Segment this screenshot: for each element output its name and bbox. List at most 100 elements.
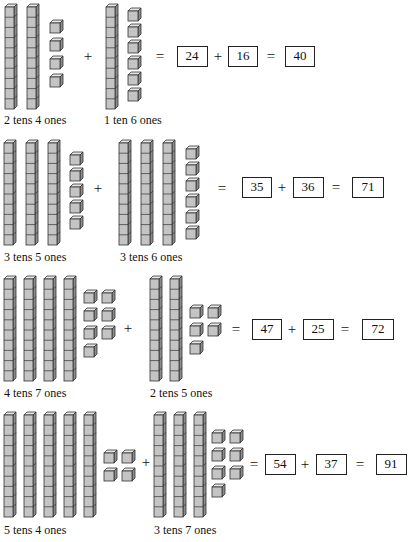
one-cube	[128, 8, 141, 21]
number-text: 71	[362, 179, 375, 195]
number-text: 37	[325, 456, 338, 472]
ten-rod	[48, 140, 60, 245]
operator-sign: =	[356, 457, 364, 472]
number-text: 36	[302, 179, 315, 195]
one-cube	[186, 210, 199, 223]
number-text: 40	[294, 48, 307, 64]
operator-sign: +	[142, 455, 150, 470]
one-cube	[50, 38, 63, 51]
answer-box: 40	[285, 46, 315, 67]
one-cube	[186, 226, 199, 239]
one-cube	[70, 152, 83, 165]
ten-rod	[194, 412, 206, 517]
answer-box: 35	[242, 177, 272, 198]
block-caption: 3 tens 5 ones	[4, 251, 66, 263]
ten-rod	[5, 4, 17, 109]
one-cube	[190, 323, 203, 336]
ten-rod	[24, 276, 36, 381]
operator-sign: +	[301, 457, 309, 472]
one-cube	[212, 430, 225, 443]
one-cube	[102, 326, 115, 339]
one-cube	[208, 323, 221, 336]
one-cube	[102, 308, 115, 321]
operator-sign: +	[84, 49, 92, 64]
one-cube	[186, 178, 199, 191]
answer-box: 91	[376, 454, 407, 475]
one-cube	[128, 72, 141, 85]
number-text: 72	[372, 321, 385, 337]
operator-sign: +	[278, 180, 286, 195]
one-cube	[70, 216, 83, 229]
one-cube	[230, 448, 243, 461]
answer-box: 72	[362, 319, 394, 340]
one-cube	[128, 56, 141, 69]
one-cube	[70, 184, 83, 197]
operator-sign: =	[218, 181, 226, 196]
operator-sign: +	[94, 181, 102, 196]
operator-sign: =	[232, 322, 240, 337]
one-cube	[84, 344, 97, 357]
operator-sign: +	[288, 322, 296, 337]
ten-rod	[163, 140, 175, 245]
ten-rod	[24, 412, 36, 517]
ten-rod	[64, 412, 76, 517]
ten-rod	[4, 412, 16, 517]
ten-rod	[4, 276, 16, 381]
one-cube	[186, 194, 199, 207]
block-caption: 4 tens 7 ones	[4, 387, 66, 399]
one-cube	[128, 88, 141, 101]
number-text: 25	[312, 321, 325, 337]
one-cube	[230, 466, 243, 479]
one-cube	[50, 74, 63, 87]
one-cube	[104, 450, 117, 463]
one-cube	[50, 56, 63, 69]
ten-rod	[150, 276, 162, 381]
operator-sign: +	[124, 321, 132, 336]
block-caption: 1 ten 6 ones	[104, 114, 162, 126]
ten-rod	[64, 276, 76, 381]
one-cube	[104, 468, 117, 481]
one-cube	[70, 200, 83, 213]
ten-rod	[27, 4, 39, 109]
one-cube	[212, 484, 225, 497]
operator-sign: +	[214, 49, 222, 64]
number-text: 35	[251, 179, 264, 195]
number-text: 54	[274, 456, 287, 472]
block-caption: 3 tens 7 ones	[154, 524, 216, 536]
one-cube	[102, 290, 115, 303]
answer-box: 25	[303, 319, 334, 340]
one-cube	[84, 308, 97, 321]
ten-rod	[119, 140, 131, 245]
ten-rod	[106, 4, 118, 109]
one-cube	[128, 40, 141, 53]
one-cube	[212, 466, 225, 479]
one-cube	[230, 430, 243, 443]
ten-rod	[170, 276, 182, 381]
operator-sign: =	[156, 49, 164, 64]
one-cube	[84, 290, 97, 303]
one-cube	[50, 20, 63, 33]
answer-box: 47	[252, 319, 282, 340]
ten-rod	[174, 412, 186, 517]
answer-box: 36	[293, 177, 324, 198]
ten-rod	[141, 140, 153, 245]
ten-rod	[154, 412, 166, 517]
operator-sign: =	[341, 322, 349, 337]
answer-box: 37	[316, 454, 347, 475]
one-cube	[128, 24, 141, 37]
ten-rod	[44, 412, 56, 517]
ten-rod	[26, 140, 38, 245]
ten-rod	[4, 140, 16, 245]
operator-sign: =	[332, 180, 340, 195]
number-text: 47	[261, 321, 274, 337]
one-cube	[122, 450, 135, 463]
one-cube	[70, 168, 83, 181]
one-cube	[186, 162, 199, 175]
operator-sign: =	[267, 49, 275, 64]
ten-rod	[84, 412, 96, 517]
one-cube	[186, 146, 199, 159]
block-caption: 5 tens 4 ones	[4, 524, 66, 536]
operator-sign: =	[250, 457, 258, 472]
